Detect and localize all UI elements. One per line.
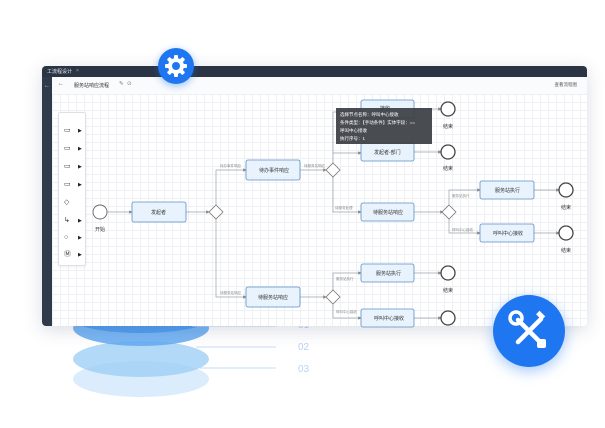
task-service-respond[interactable]: 待服务站响应 (360, 202, 415, 222)
page-title: 服务站响应流程 (74, 83, 110, 89)
palette-item-task[interactable]: ▭ ▶ (64, 125, 82, 139)
back-arrow-icon[interactable]: ← (58, 81, 64, 87)
tooltip-line-4: 执行序号：1 (340, 135, 365, 142)
task-call-center-2[interactable]: 呼叫中心接收 (360, 308, 415, 328)
edge-label-call: 呼叫中心接收 (452, 227, 473, 232)
layer-label-02: 02 (298, 342, 310, 353)
gateway-icon: ◇ (64, 199, 70, 206)
expand-arrow-icon: ▶ (78, 252, 82, 258)
edge-label-pending-process: 待服务处理 (335, 205, 353, 210)
window-titlebar: 工流程设计 × (42, 66, 587, 77)
tooltip-line-1: 选择节点名称：呼叫中心接收 (340, 111, 399, 118)
gear-icon (165, 55, 187, 77)
process-designer-window: 工流程设计 × ← ← 服务站响应流程 ✎ ⊙ 查看流程图 (42, 66, 587, 326)
close-tab-icon[interactable]: × (76, 68, 79, 74)
task-service-respond-label: 待服务站响应 (373, 209, 403, 216)
tools-badge (493, 295, 565, 367)
user-task-icon: ▭ (64, 163, 71, 170)
task-dispatch-dept[interactable]: 发起者-部门 (360, 142, 415, 162)
edge-label-pending-service: 待服务站响应 (220, 290, 241, 295)
expand-arrow-icon: ▶ (78, 128, 82, 134)
task-icon: ▭ (64, 127, 71, 134)
end-event-4[interactable] (558, 225, 574, 241)
end-event-2[interactable] (440, 144, 456, 160)
expand-arrow-icon: ▶ (78, 235, 82, 241)
palette-item-connector[interactable]: ↳ ▶ (64, 215, 82, 229)
palette-item-start-event[interactable]: ○ ▶ (64, 232, 82, 246)
task-initiator[interactable]: 发起者 (131, 201, 187, 223)
mail-task-icon: ▭ (64, 145, 71, 152)
task-pending-event[interactable]: 待办事件响应 (245, 159, 301, 181)
service-task-icon: ▭ (64, 181, 71, 188)
start-event-icon: ○ (64, 234, 69, 241)
task-call-center-2-label: 呼叫中心接收 (374, 315, 404, 322)
edge-label-call-2: 呼叫中心接收 (336, 309, 357, 314)
pencil-icon[interactable]: ✎ (119, 81, 124, 87)
end-label-1: 结束 (443, 123, 453, 130)
collapse-arrow-icon[interactable]: ← (44, 83, 50, 89)
palette-item-service-task[interactable]: ▭ ▶ (64, 179, 82, 193)
edge-label-pending-respond: 待服务站响应 (304, 163, 325, 168)
task-service-execute-label: 服务站执行 (495, 187, 520, 194)
task-service-execute[interactable]: 服务站执行 (479, 180, 535, 200)
gateway-4[interactable] (441, 204, 457, 220)
expand-arrow-icon: ▶ (78, 164, 82, 170)
edge-label-pending-event: 待办事件响应 (220, 163, 241, 168)
task-service-execute-2[interactable]: 服务站执行 (360, 263, 415, 283)
task-pending-event-label: 待办事件响应 (259, 167, 289, 174)
palette-item-gateway[interactable]: ◇ (64, 197, 82, 211)
end-label-3: 结束 (561, 204, 571, 211)
view-flow-button[interactable]: 查看流程图 (554, 82, 578, 87)
start-label: 开始 (95, 226, 105, 233)
condition-tooltip: 选择节点名称：呼叫中心接收 条件类型：【手动条件】实体字段：== 呼叫中心接收 … (336, 108, 432, 144)
gateway-3[interactable] (325, 289, 341, 305)
tooltip-line-3: 呼叫中心接收 (340, 127, 367, 134)
task-service-execute-2-label: 服务站执行 (376, 270, 401, 277)
gateway-2[interactable] (325, 162, 341, 178)
task-pending-service[interactable]: 待服务站响应 (245, 286, 301, 308)
end-event-6[interactable] (440, 310, 456, 326)
window-tab-title[interactable]: 工流程设计 (47, 69, 73, 75)
element-palette: ▭ ▶ ▭ ▶ ▭ ▶ ▭ ▶ ◇ ↳ ▶ ○ ▶ Ⓜ ▶ (58, 112, 86, 266)
end-event-1[interactable] (440, 101, 456, 117)
end-event-3[interactable] (558, 182, 574, 198)
edge-label-service-2: 服务站执行 (336, 276, 354, 281)
task-dispatch-dept-label: 发起者-部门 (374, 149, 401, 156)
connector-icon: ↳ (64, 217, 70, 224)
gear-badge (158, 48, 194, 84)
task-call-center[interactable]: 呼叫中心接收 (479, 223, 535, 243)
left-rail: ← (42, 77, 52, 326)
palette-item-mail-task[interactable]: ▭ ▶ (64, 143, 82, 157)
end-label-4: 结束 (561, 247, 571, 254)
end-label-2: 结束 (443, 165, 453, 172)
help-icon[interactable]: ⊙ (127, 81, 132, 87)
end-event-icon: Ⓜ (64, 251, 71, 258)
expand-arrow-icon: ▶ (78, 146, 82, 152)
gateway-1[interactable] (208, 204, 224, 220)
layer-label-03: 03 (298, 364, 310, 375)
flow-canvas[interactable] (52, 94, 587, 326)
task-pending-service-label: 待服务站响应 (258, 294, 288, 301)
end-label-5: 结束 (443, 287, 453, 294)
expand-arrow-icon: ▶ (78, 218, 82, 224)
start-event[interactable] (92, 204, 108, 220)
palette-item-user-task[interactable]: ▭ ▶ (64, 161, 82, 175)
tooltip-line-2: 条件类型：【手动条件】实体字段：== (340, 119, 415, 126)
expand-arrow-icon: ▶ (78, 182, 82, 188)
edge-label-service: 服务站执行 (452, 193, 470, 198)
wrench-screwdriver-icon (508, 310, 546, 348)
end-event-5[interactable] (440, 265, 456, 281)
task-initiator-label: 发起者 (151, 209, 166, 216)
palette-item-end-event[interactable]: Ⓜ ▶ (64, 249, 82, 263)
task-call-center-label: 呼叫中心接收 (493, 230, 523, 237)
